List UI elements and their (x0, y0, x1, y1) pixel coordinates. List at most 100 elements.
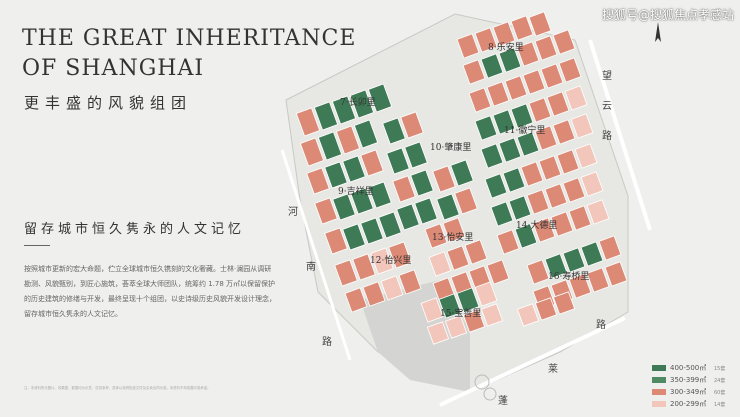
site-map: 7·长卯里 8·乐安里 9·吉祥里 10·肇康里 11·徽宁里 12·怡兴里 1… (280, 11, 652, 407)
building-block (538, 155, 562, 181)
building-block (450, 159, 474, 187)
building-block (306, 167, 330, 195)
building-block (526, 189, 550, 215)
cluster-label-15: 15·宝善里 (440, 307, 481, 319)
legend: 400-500㎡ 15套 350-399㎡ 24套 300-349㎡ 60套 2… (652, 362, 725, 410)
building-block (426, 321, 450, 345)
subtitle: 更丰盛的风貌组团 (24, 94, 193, 112)
building-block (522, 69, 546, 95)
building-block (295, 107, 321, 137)
building-block (396, 203, 420, 231)
cluster-label-14: 14·大德里 (516, 219, 557, 231)
building-block (510, 15, 534, 41)
legend-range: 350-399㎡ (670, 376, 707, 384)
legend-count: 60套 (714, 389, 726, 396)
building-block (550, 211, 574, 237)
building-block (342, 155, 366, 183)
building-block (378, 211, 402, 239)
building-block (432, 165, 456, 193)
legend-count: 24套 (714, 377, 726, 384)
building-block (514, 223, 538, 249)
building-block (562, 177, 586, 203)
building-block (574, 143, 598, 169)
building-block (332, 193, 356, 221)
building-block (510, 103, 534, 129)
building-block (580, 241, 604, 267)
building-block (314, 197, 338, 225)
section-body: 按照城市更新的宏大命题，伫立全球城市恒久镌刻的文化奢藏。士林·澜园从调研勘测、风… (24, 265, 276, 318)
building-block (414, 197, 438, 225)
building-block (502, 167, 526, 193)
building-block (556, 149, 580, 175)
building-block (486, 259, 510, 285)
page-title: THE GREAT INHERITANCE OF SHANGHAI (22, 24, 356, 84)
building-block (382, 117, 406, 145)
building-block (586, 199, 610, 225)
road-label-lai: 莱 (548, 363, 558, 375)
divider (24, 245, 50, 246)
building-block (544, 253, 568, 279)
building-block (335, 125, 361, 155)
legend-range: 400-500㎡ (670, 364, 707, 372)
building-block (344, 287, 368, 313)
building-block (534, 35, 558, 61)
building-block (380, 275, 404, 301)
building-block (456, 33, 480, 59)
building-block (526, 259, 550, 285)
building-block (490, 201, 514, 227)
building-block (520, 161, 544, 187)
building-block (352, 253, 376, 281)
building-block (604, 261, 628, 287)
building-block (468, 87, 492, 113)
legend-range: 300-349㎡ (670, 388, 707, 396)
building-block (504, 75, 528, 101)
building-block (480, 303, 504, 327)
road-south (439, 316, 626, 407)
building-block (540, 63, 564, 89)
building-block (568, 273, 592, 299)
cluster-label-13: 13·怡安里 (432, 231, 473, 243)
building-block (598, 235, 622, 261)
building-block (496, 229, 520, 255)
building-block (480, 143, 504, 169)
building-block (492, 109, 516, 135)
building-block (462, 309, 486, 333)
building-block (424, 223, 448, 249)
building-block (350, 187, 374, 215)
building-block (552, 119, 576, 145)
building-block (544, 183, 568, 209)
compass-icon (655, 22, 661, 42)
road-west (280, 149, 352, 361)
building-block (552, 291, 576, 315)
legend-row: 300-349㎡ 60套 (652, 386, 725, 398)
building-block (367, 83, 393, 113)
legend-swatch (652, 377, 666, 383)
building-block (454, 187, 478, 215)
building-block (317, 131, 343, 161)
cluster-label-16: 16·寿桥里 (548, 270, 589, 282)
building-block (386, 147, 410, 175)
building-block (480, 53, 504, 79)
building-block (484, 173, 508, 199)
building-block (353, 119, 379, 149)
road-label-peng: 蓬 (498, 395, 508, 407)
building-block (474, 115, 498, 141)
road-label-lu2: 路 (596, 318, 606, 331)
title-line-1: THE GREAT INHERITANCE (22, 26, 357, 51)
footnote: 注：本资料所示图片、效果图、数据均为示意，仅供参考，具体以政府批准文件及买卖合同… (24, 386, 211, 390)
building-block (360, 149, 384, 177)
building-block (388, 241, 412, 269)
building-block (313, 101, 339, 131)
cluster-label-11: 11·徽宁里 (504, 124, 545, 136)
building-block (324, 227, 348, 255)
building-block (444, 315, 468, 339)
cluster-label-12: 12·怡兴里 (370, 254, 411, 266)
cluster-label-7: 7·长卯里 (340, 96, 376, 108)
building-block (498, 137, 522, 163)
building-block (528, 97, 552, 123)
building-block (349, 89, 375, 119)
road-label-he: 河 (288, 206, 298, 218)
building-block (442, 217, 466, 243)
tree (483, 387, 497, 401)
building-block (474, 27, 498, 53)
